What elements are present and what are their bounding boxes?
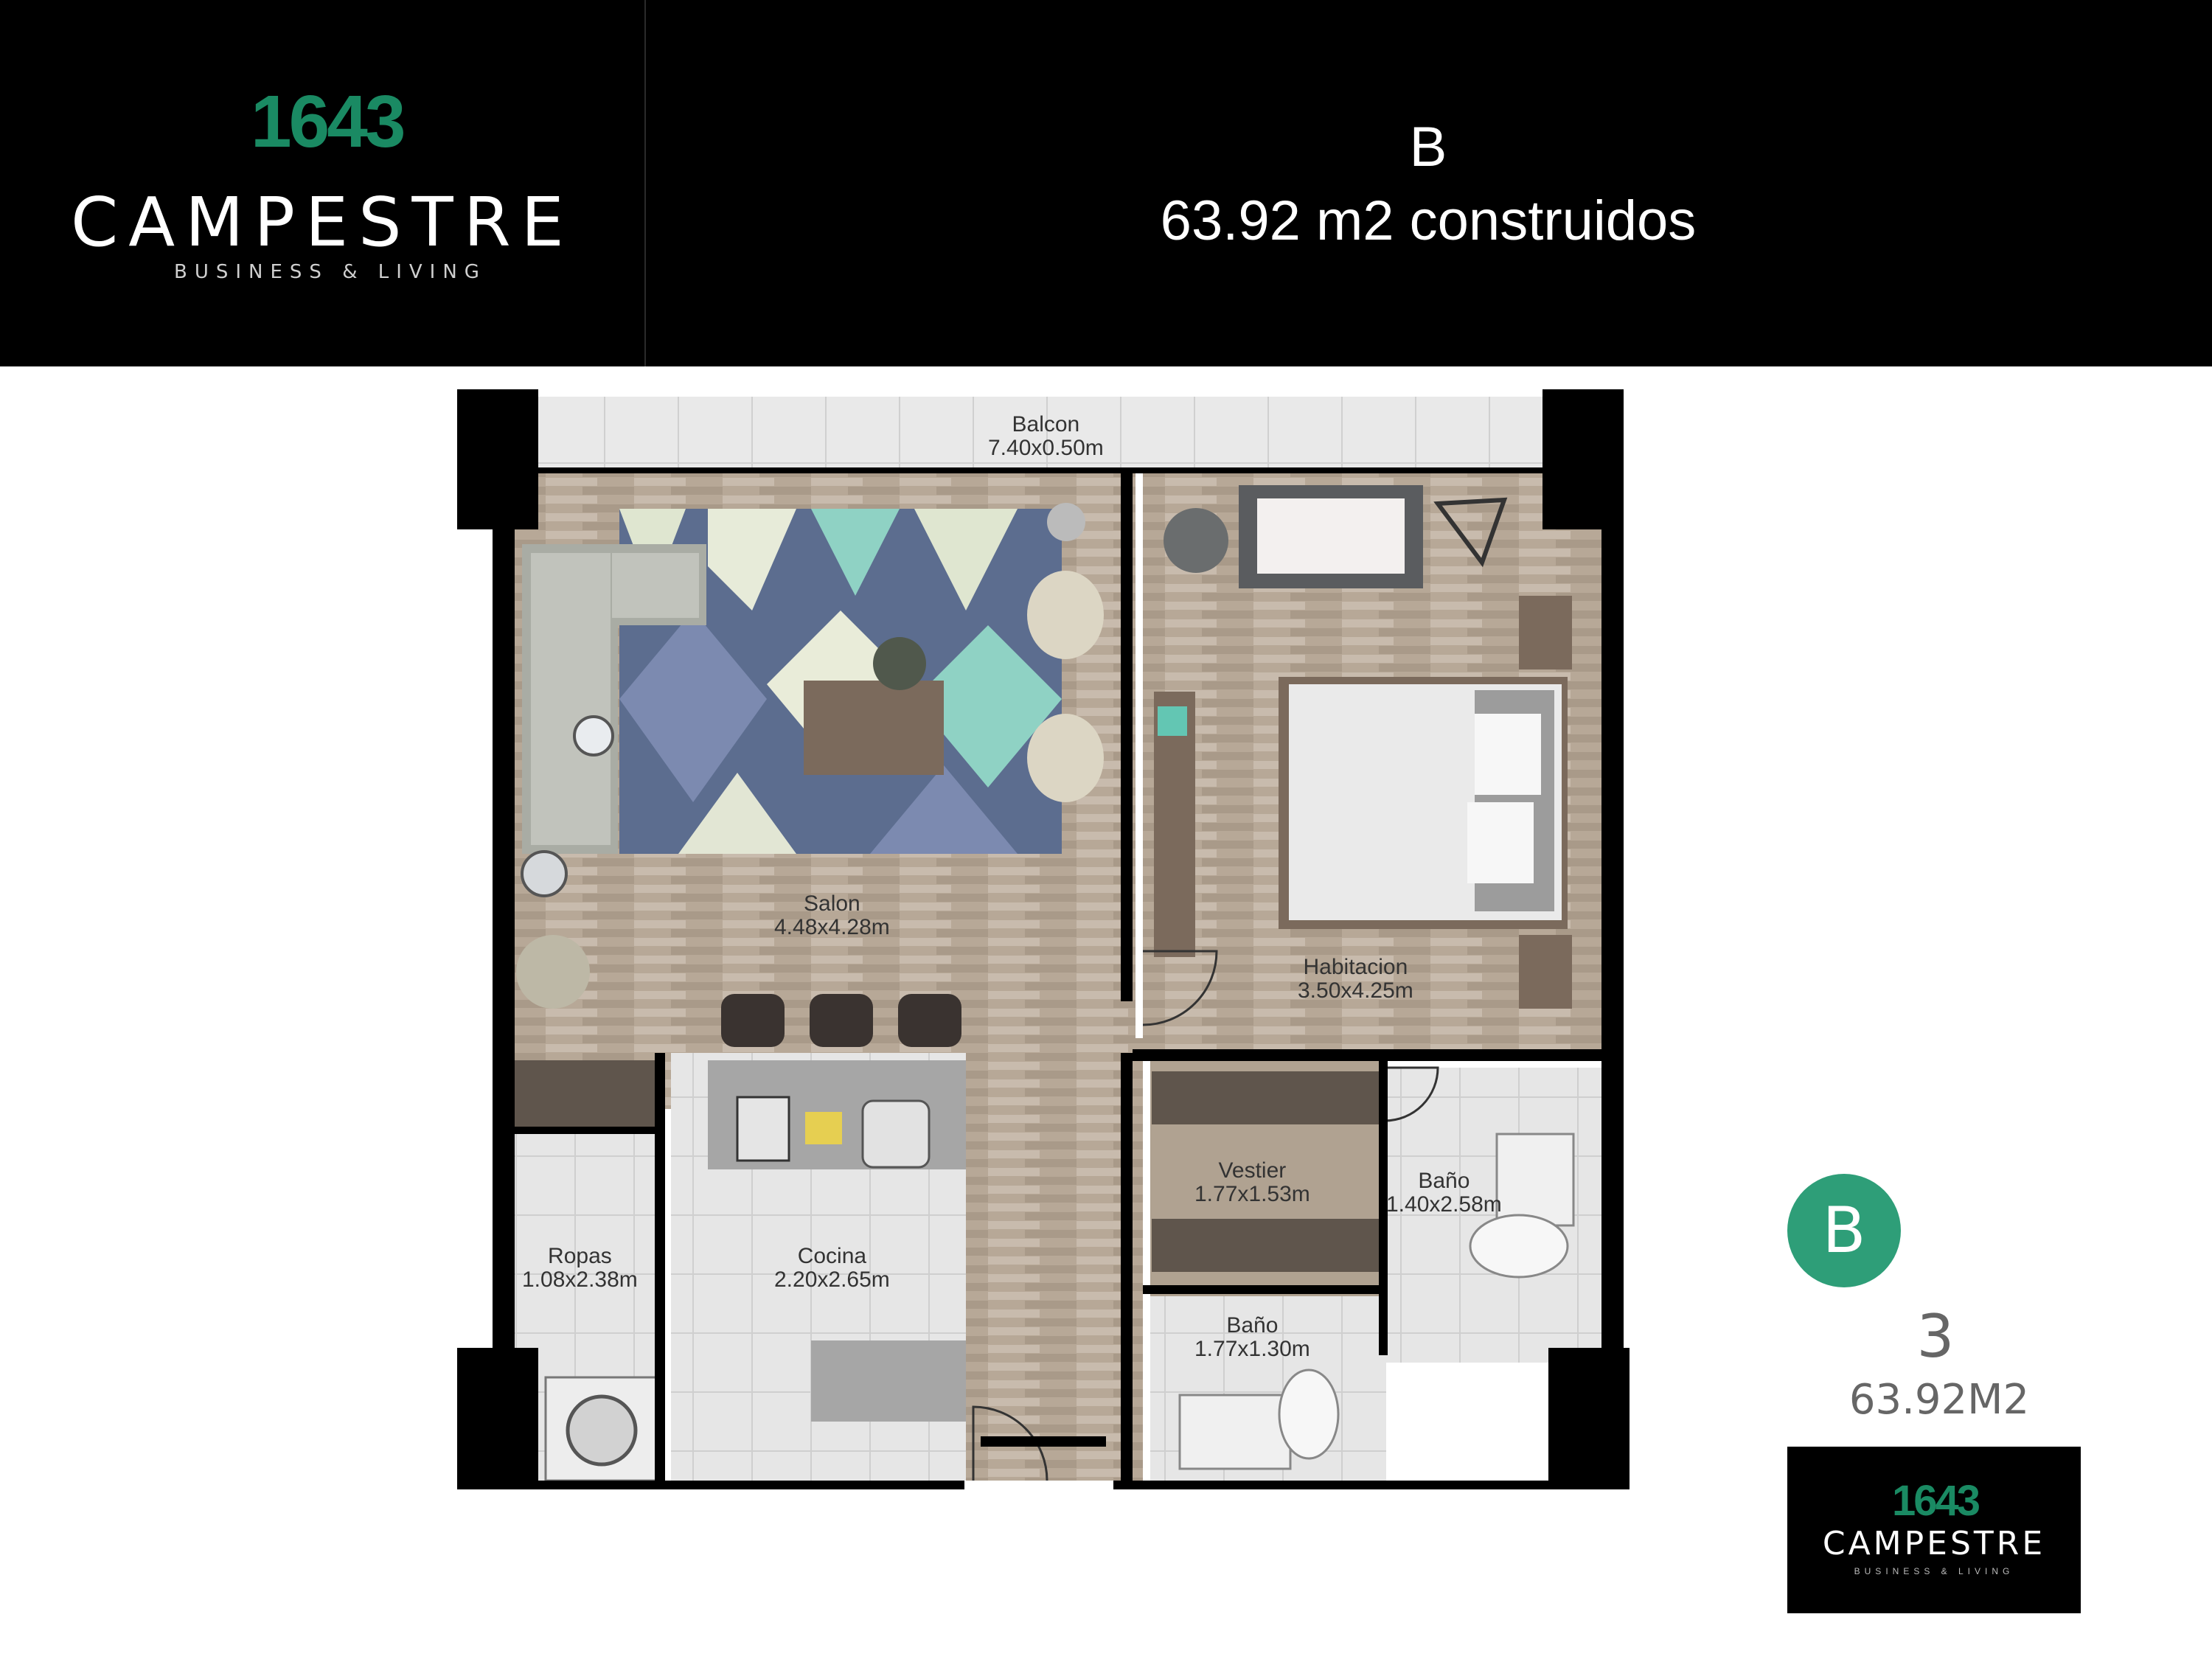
header-bar: 1643 CAMPESTRE BUSINESS & LIVING B 63.92… [0, 0, 2212, 366]
room-label-bano-2: Baño 1.77x1.30m [1194, 1314, 1310, 1361]
room-size: 7.40x0.50m [988, 436, 1104, 460]
room-label-cocina: Cocina 2.20x2.65m [774, 1245, 890, 1292]
brand-tagline-small: BUSINESS & LIVING [1854, 1566, 2014, 1576]
room-size: 2.20x2.65m [774, 1267, 890, 1292]
hall-floor [966, 1038, 1143, 1481]
floor-plan: Balcon 7.40x0.50m Salon 4.48x4.28m Habit… [457, 389, 1630, 1489]
stool-1 [721, 994, 785, 1047]
floor-lamp-2 [1433, 497, 1508, 568]
toilet [1469, 1214, 1569, 1279]
brand-number: 1643 [251, 80, 406, 163]
pouf [516, 935, 590, 1009]
room-name: Habitacion [1303, 955, 1408, 979]
room-size: 4.48x4.28m [774, 915, 890, 939]
pillow-1 [1475, 714, 1541, 795]
room-name: Baño [1418, 1169, 1470, 1193]
balcony-floor [531, 397, 1548, 467]
room-name: Cocina [797, 1244, 867, 1268]
room-label-habitacion: Habitacion 3.50x4.25m [1298, 956, 1413, 1003]
closet-shelf-1 [1152, 1071, 1385, 1124]
entry-door [972, 1405, 1048, 1481]
brand-tagline: BUSINESS & LIVING [174, 261, 487, 283]
cutting-board [805, 1112, 842, 1144]
room-size: 1.08x2.38m [522, 1267, 638, 1292]
washbasin [1495, 1133, 1575, 1227]
stovetop [736, 1096, 790, 1162]
room-size: 3.50x4.25m [1298, 978, 1413, 1003]
room-name: Salon [804, 891, 860, 916]
room-name: Vestier [1218, 1158, 1287, 1183]
unit-letter: B [1409, 116, 1447, 178]
armchair-seat [1257, 498, 1405, 574]
side-table [573, 715, 614, 757]
room-label-salon: Salon 4.48x4.28m [774, 892, 890, 939]
washbasin-2 [1178, 1394, 1292, 1470]
bathroom-door [1384, 1066, 1439, 1122]
room-name: Baño [1226, 1313, 1279, 1338]
desk-item [1158, 706, 1187, 736]
coffee-table [804, 681, 944, 775]
pillow-2 [1467, 802, 1534, 883]
sofa [522, 544, 706, 854]
closet-shelf-2 [1152, 1219, 1385, 1272]
kitchen-counter-2 [811, 1340, 966, 1422]
chair-1 [1027, 571, 1104, 659]
round-table [1164, 508, 1228, 573]
toilet-2 [1278, 1368, 1340, 1460]
bedroom-door [1142, 950, 1218, 1026]
nightstand-1 [1519, 596, 1572, 669]
unit-area-small: 63.92M2 [1848, 1376, 2030, 1424]
floor-lamp [521, 850, 568, 897]
brand-name-small: CAMPESTRE [1822, 1525, 2046, 1562]
room-size: 1.77x1.30m [1194, 1337, 1310, 1361]
brand-logo-small: 1643 CAMPESTRE BUSINESS & LIVING [1787, 1447, 2081, 1613]
stool-2 [810, 994, 873, 1047]
brand-name: CAMPESTRE [71, 183, 574, 262]
plant-pot [873, 637, 926, 690]
floor-plan-drawing [457, 389, 1630, 1489]
brand-logo: 1643 CAMPESTRE BUSINESS & LIVING [0, 0, 646, 366]
brand-number-small: 1643 [1892, 1477, 1980, 1525]
pendant-lamp [1047, 503, 1085, 541]
room-name: Balcon [1012, 412, 1080, 437]
room-size: 1.40x2.58m [1386, 1192, 1502, 1217]
sink [861, 1099, 931, 1169]
stool-3 [898, 994, 961, 1047]
laundry-shelf [515, 1060, 655, 1131]
room-label-balcon: Balcon 7.40x0.50m [988, 413, 1104, 460]
room-name: Ropas [548, 1244, 612, 1268]
unit-type-badge: B [1787, 1174, 1901, 1287]
unit-title: B 63.92 m2 construidos [644, 111, 2212, 258]
room-label-ropas: Ropas 1.08x2.38m [522, 1245, 638, 1292]
chair-2 [1027, 714, 1104, 802]
room-size: 1.77x1.53m [1194, 1182, 1310, 1206]
room-label-bano: Baño 1.40x2.58m [1386, 1169, 1502, 1217]
walls [457, 389, 1630, 1489]
nightstand-2 [1519, 935, 1572, 1009]
unit-count: 3 [1916, 1302, 1955, 1371]
room-label-vestier: Vestier 1.77x1.53m [1194, 1159, 1310, 1206]
unit-area: 63.92 m2 construidos [1160, 189, 1697, 252]
